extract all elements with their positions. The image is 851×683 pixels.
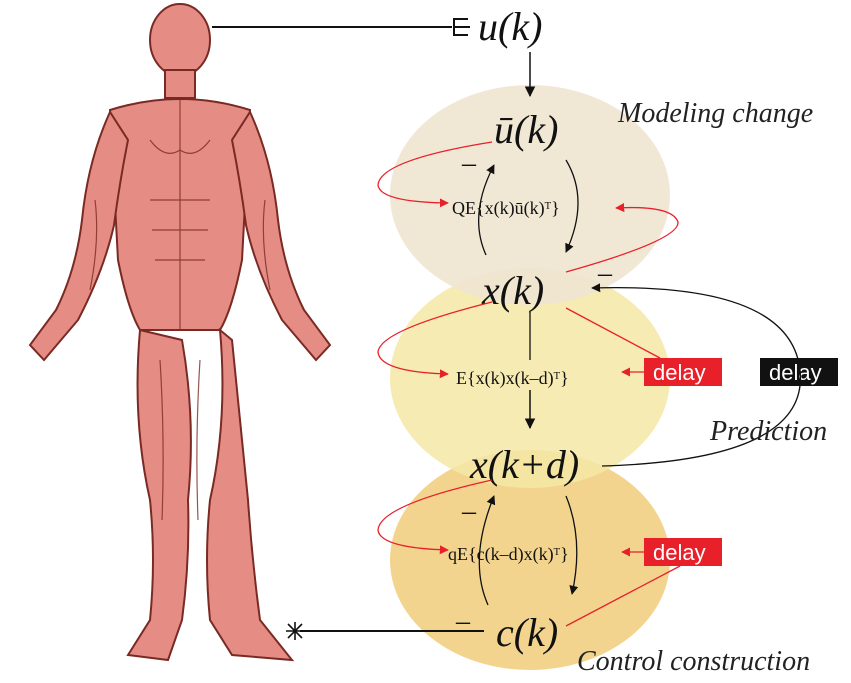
minus-bottom-left: – xyxy=(461,496,477,527)
minus-c-left: – xyxy=(455,606,471,637)
label-control-construction: Control construction xyxy=(577,646,810,677)
expression-middle: E{x(k)x(k–d)ᵀ} xyxy=(456,368,569,389)
delay-label-1: delay xyxy=(653,360,706,385)
node-x-pred: x(k+d) xyxy=(469,442,579,487)
node-c: c(k) xyxy=(496,610,558,655)
node-u: u(k) xyxy=(478,4,542,49)
trident-icon xyxy=(454,19,470,35)
delay-label-3: delay xyxy=(653,540,706,565)
node-x-bar: x(k) xyxy=(481,268,544,313)
minus-x-right: – xyxy=(597,258,613,289)
expression-bottom: qE{c(k–d)x(k)ᵀ} xyxy=(448,544,569,565)
minus-top: – xyxy=(461,148,477,179)
asterisk-icon xyxy=(286,622,304,640)
label-modeling-change: Modeling change xyxy=(617,98,813,129)
label-prediction: Prediction xyxy=(709,416,827,447)
delay-label-2: delay xyxy=(769,360,822,385)
node-u-bar: ū(k) xyxy=(494,107,558,152)
expression-top: QE{x(k)ū(k)ᵀ} xyxy=(452,198,560,219)
